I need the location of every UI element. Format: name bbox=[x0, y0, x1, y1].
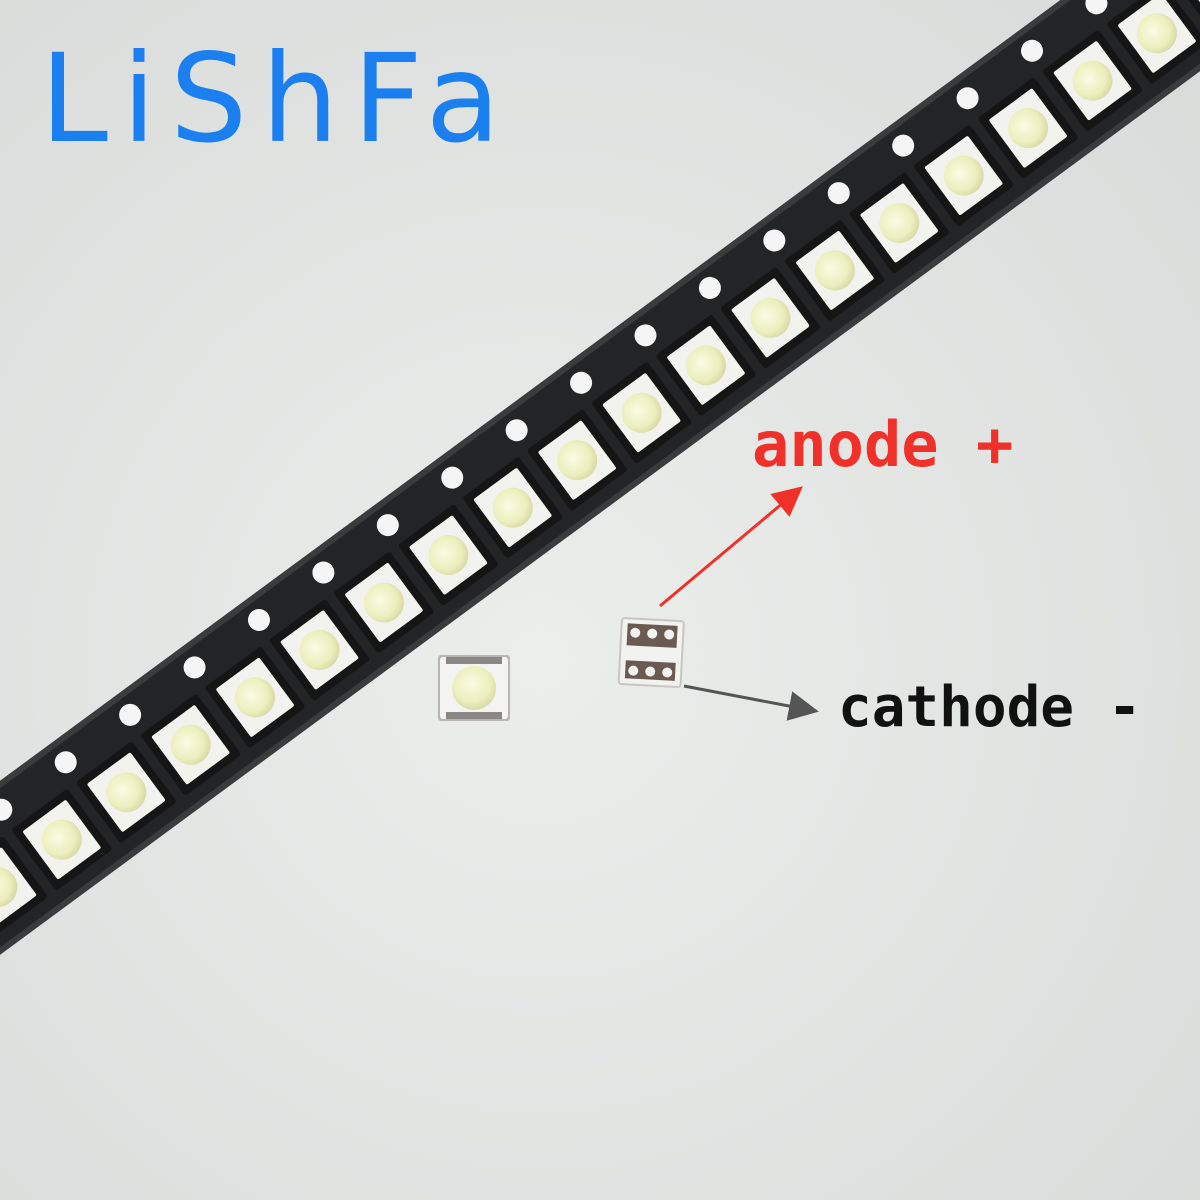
tape-strip bbox=[0, 0, 1200, 969]
sprocket-hole bbox=[505, 419, 528, 442]
led-lens bbox=[1136, 13, 1177, 54]
sprocket-hole bbox=[0, 798, 13, 821]
sprocket-hole bbox=[183, 656, 206, 679]
led-lens bbox=[557, 440, 598, 481]
smd-led-back-view bbox=[617, 617, 685, 689]
led-lens bbox=[1072, 60, 1113, 101]
sprocket-hole bbox=[54, 751, 77, 774]
led-lens bbox=[106, 772, 147, 813]
led-lens bbox=[170, 724, 211, 765]
led-lens bbox=[428, 535, 469, 576]
cathode-arrow bbox=[683, 684, 819, 721]
sprocket-hole bbox=[119, 703, 142, 726]
sprocket-hole bbox=[892, 134, 915, 157]
sprocket-hole bbox=[247, 608, 270, 631]
sprocket-hole bbox=[634, 324, 657, 347]
led-lens bbox=[686, 345, 727, 386]
anode-arrow bbox=[659, 486, 803, 608]
led-lens bbox=[621, 392, 662, 433]
sprocket-hole bbox=[1021, 39, 1044, 62]
led-lens bbox=[879, 203, 920, 244]
tape-edge bbox=[0, 0, 1200, 969]
led-lens bbox=[1008, 108, 1049, 149]
led-carrier-tape bbox=[0, 0, 1200, 969]
led-lens bbox=[0, 867, 18, 908]
anode-label: anode + bbox=[752, 408, 1014, 481]
sprocket-hole bbox=[698, 276, 721, 299]
led-lens bbox=[363, 582, 404, 623]
sprocket-hole bbox=[312, 561, 335, 584]
led-lens bbox=[943, 155, 984, 196]
tape-pocket bbox=[1171, 0, 1200, 36]
led-lens bbox=[814, 250, 855, 291]
sprocket-hole bbox=[1085, 0, 1108, 15]
led-lens bbox=[235, 677, 276, 718]
led-package bbox=[0, 847, 37, 927]
sprocket-hole bbox=[441, 466, 464, 489]
sprocket-hole bbox=[570, 371, 593, 394]
sprocket-hole bbox=[956, 87, 979, 110]
cathode-label: cathode - bbox=[838, 675, 1142, 740]
tape-edge bbox=[0, 0, 1200, 861]
led-lens bbox=[492, 487, 533, 528]
led-lens bbox=[750, 297, 791, 338]
tape-pocket bbox=[0, 836, 47, 938]
led-lens bbox=[41, 819, 82, 860]
sprocket-hole bbox=[763, 229, 786, 252]
brand-watermark: LiShFa bbox=[40, 28, 515, 170]
led-lens bbox=[299, 629, 340, 670]
smd-led-front-view bbox=[438, 655, 510, 721]
sprocket-hole bbox=[376, 514, 399, 537]
sprocket-hole bbox=[827, 182, 850, 205]
